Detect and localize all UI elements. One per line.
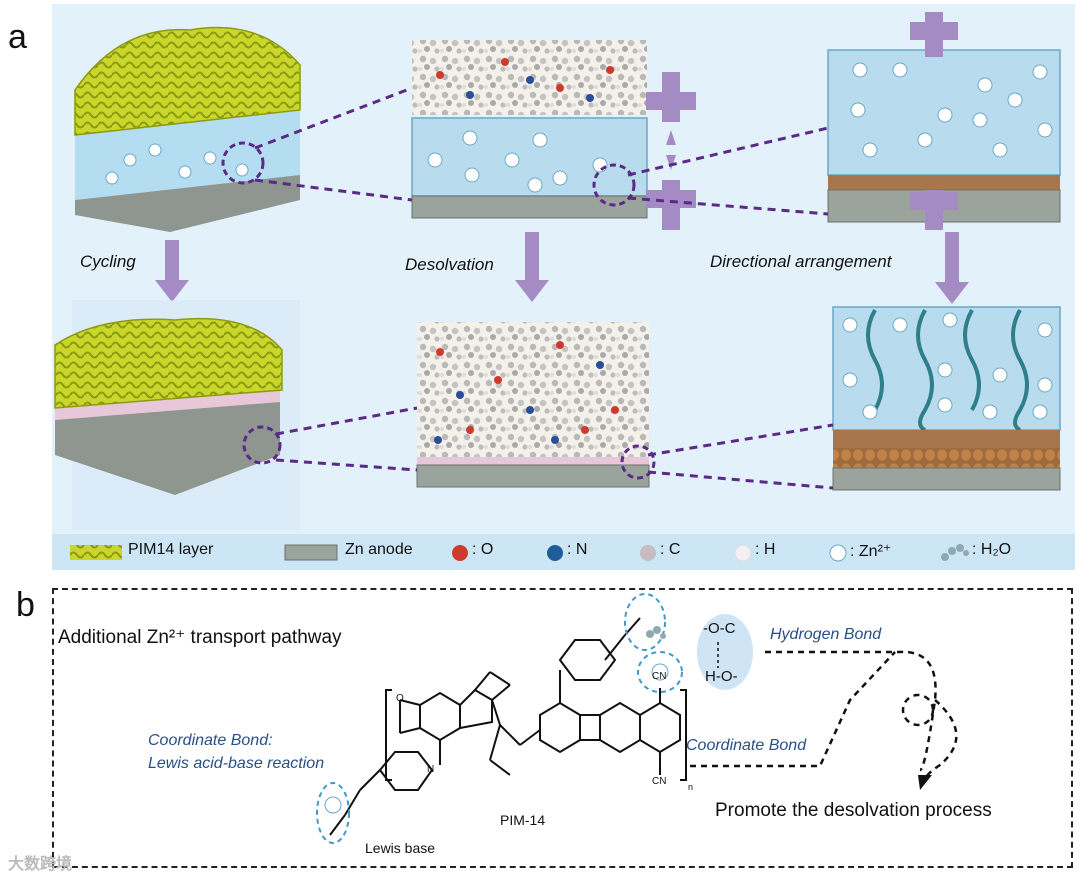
pathway-title: Additional Zn²⁺ transport pathway xyxy=(58,627,342,648)
step-label-directional: Directional arrangement xyxy=(710,252,892,271)
hydrogen-bond-ellipse xyxy=(697,614,753,690)
lewis-base-label: Lewis base xyxy=(365,840,436,856)
repeat-subscript: n xyxy=(688,782,694,792)
pim14-block-bottom xyxy=(54,300,300,530)
legend-zn-anode-label: Zn anode xyxy=(345,541,413,558)
legend-strip xyxy=(52,534,1075,570)
cn-bottom-label: CN xyxy=(652,776,667,787)
panel-b-letter: b xyxy=(16,586,35,624)
zn-ions-b xyxy=(324,663,669,814)
pressure-arrows-middle xyxy=(646,72,696,230)
legend-n-label: : N xyxy=(567,541,588,558)
step-label-cycling: Cycling xyxy=(80,252,136,271)
directional-box-bottom xyxy=(832,306,1061,491)
coordinate-bond-left-line2: Lewis acid-base reaction xyxy=(148,755,325,772)
zn-coordination-ellipses xyxy=(316,593,683,844)
legend-h2o-label: : H₂O xyxy=(972,541,1012,558)
dashed-connectors-top xyxy=(254,86,829,216)
legend-zn-label: : Zn²⁺ xyxy=(850,543,892,560)
legend-h-label: : H xyxy=(755,541,776,558)
cn-top-label: CN xyxy=(652,671,667,682)
hb-top-text: -O-C xyxy=(703,620,736,637)
down-arrows xyxy=(155,232,969,304)
legend-o-label: : O xyxy=(472,541,494,558)
desolvation-box-bottom xyxy=(416,322,656,488)
water-molecule-b xyxy=(646,626,666,639)
directional-box-top xyxy=(827,12,1061,230)
dashed-connectors-bottom xyxy=(275,406,834,490)
coordinate-bond-right-label: Coordinate Bond xyxy=(686,737,807,754)
hb-bottom-text: H-O- xyxy=(705,668,738,685)
atom-n-label: N xyxy=(427,764,435,775)
panel-a-letter: a xyxy=(8,18,27,56)
promote-desolvation-text: Promote the desolvation process xyxy=(715,800,992,821)
hydrogen-bond-label: Hydrogen Bond xyxy=(770,626,882,643)
step-label-desolvation: Desolvation xyxy=(405,255,494,274)
legend-c-label: : C xyxy=(660,541,681,558)
legend-pim14-label: PIM14 layer xyxy=(128,541,214,558)
pim14-block-top xyxy=(74,26,301,232)
legend-symbols xyxy=(70,544,969,562)
atom-o-label: O xyxy=(396,693,404,704)
desolvation-box-top xyxy=(411,40,648,219)
transport-pathway-curve xyxy=(690,650,958,781)
pathway-arrowhead xyxy=(918,775,932,790)
polymer-name: PIM-14 xyxy=(500,812,546,828)
panel-b-frame xyxy=(52,588,1073,868)
pim14-molecule xyxy=(329,617,687,836)
coordinate-bond-left-line1: Coordinate Bond: xyxy=(148,732,273,749)
watermark: 大数跨境 xyxy=(8,856,73,873)
